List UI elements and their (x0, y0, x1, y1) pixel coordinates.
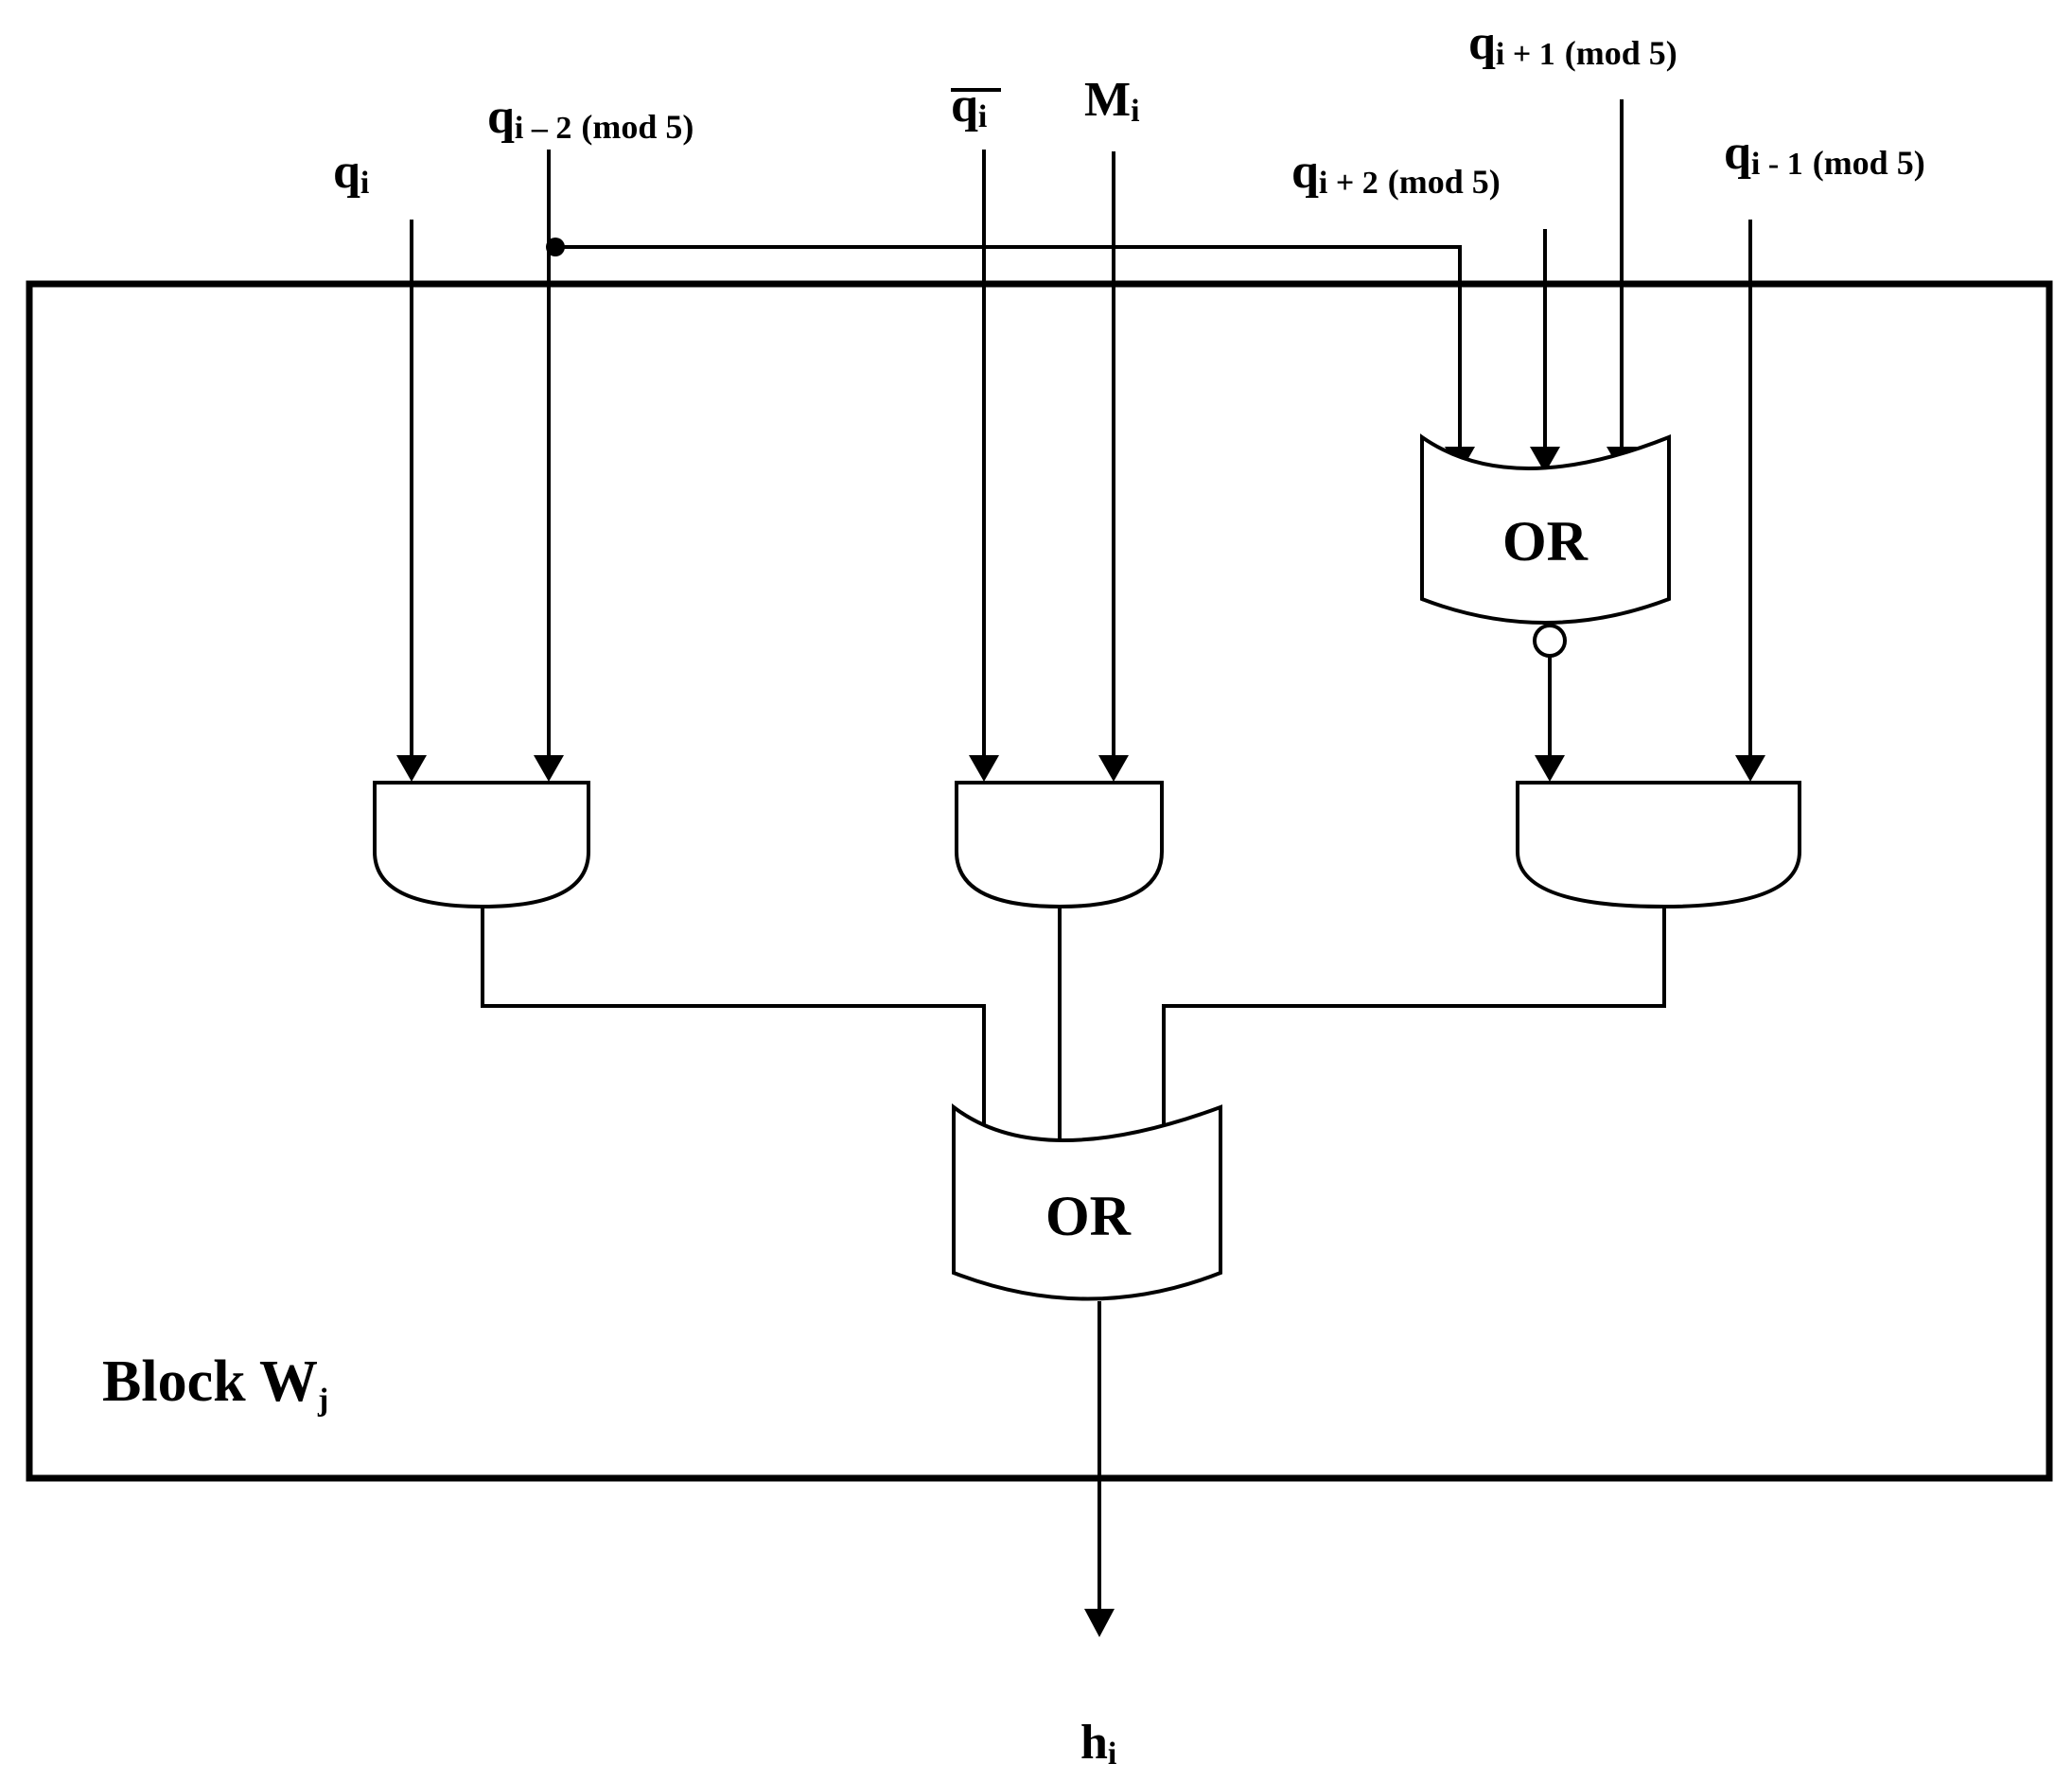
inverter-bubble (1533, 624, 1567, 658)
top-or-gate: OR (1420, 433, 1671, 625)
arrowhead (1530, 447, 1560, 473)
label-q-i-minus-1: qi - 1(mod 5) (1724, 126, 1925, 182)
label-m-i: Mi (1084, 73, 1140, 129)
left-and-gate (373, 781, 590, 909)
label-q-i-plus-2: qi + 2(mod 5) (1291, 145, 1501, 201)
label-q-i: qi (333, 145, 369, 201)
wire-right-and-output (1162, 907, 1666, 1136)
arrowhead (1535, 755, 1565, 782)
right-and-gate (1516, 781, 1801, 909)
wire-left-and-output (481, 907, 986, 1136)
arrowhead (969, 755, 999, 782)
label-q-i-plus-1: qi + 1(mod 5) (1468, 16, 1677, 72)
block-label: Block Wj (102, 1349, 328, 1418)
svg-text:OR: OR (1045, 1185, 1132, 1247)
arrowhead (1084, 1609, 1115, 1637)
middle-and-gate (955, 781, 1164, 909)
arrowhead (534, 755, 564, 782)
label-q-i-bar: qi (951, 79, 1001, 134)
svg-text:OR: OR (1502, 510, 1589, 573)
block-frame (26, 280, 2053, 1482)
svg-text:qi: qi (951, 79, 987, 134)
bottom-or-gate: OR (952, 1102, 1222, 1301)
label-q-i-minus-2: qi – 2(mod 5) (487, 90, 694, 146)
arrowhead (1098, 755, 1129, 782)
label-h-i: hi (1080, 1716, 1116, 1772)
arrowhead (1735, 755, 1765, 782)
arrowhead (396, 755, 427, 782)
wire-q-i-minus-2-branch (555, 245, 1462, 450)
